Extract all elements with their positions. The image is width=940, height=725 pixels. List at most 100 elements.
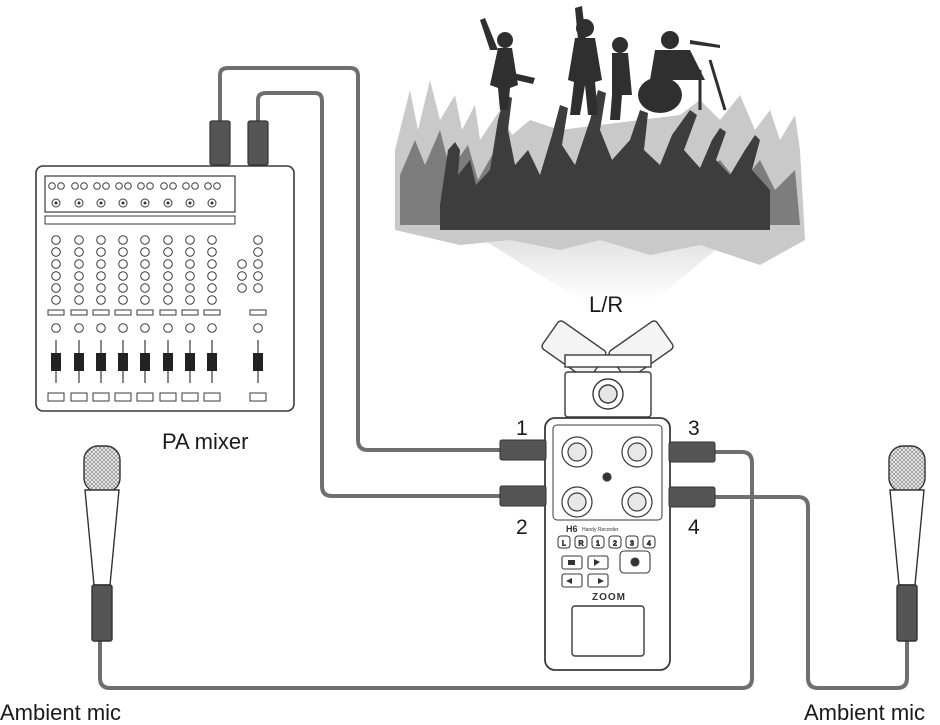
mixer-jack-icon	[146, 182, 154, 190]
mixer-mute-button	[114, 309, 132, 316]
mixer-fader-icon	[207, 353, 217, 371]
mixer-jack-icon	[191, 182, 199, 190]
mixer-knob-icon	[185, 295, 195, 305]
mixer-knob-icon	[207, 283, 217, 293]
mixer-jack-icon	[80, 182, 88, 190]
mixer-knob-icon	[140, 235, 150, 245]
mixer-knob-icon	[74, 259, 84, 269]
mixer-jack-center	[54, 201, 58, 205]
mixer-knob-icon	[74, 323, 84, 333]
cable-left-mic-to-input-3	[98, 450, 754, 690]
cables	[98, 66, 909, 690]
mixer-knob-icon	[74, 235, 84, 245]
channel-button-label: 1	[596, 541, 600, 548]
recorder-model: H6	[566, 524, 578, 534]
mixer-fader-icon	[96, 353, 106, 371]
mixer-knob-icon	[96, 323, 106, 333]
mixer-knob-icon	[140, 271, 150, 281]
mixer-select-button	[203, 392, 221, 402]
mixer-jack-icon	[169, 182, 177, 190]
mixer-jack-icon	[93, 182, 101, 190]
mixer-select-button	[181, 392, 199, 402]
mixer-knob-icon	[118, 295, 128, 305]
crowd-foreground	[440, 90, 770, 230]
mixer-master-knob-icon	[253, 247, 263, 257]
mixer-knob-icon	[140, 247, 150, 257]
mixer-knob-icon	[74, 247, 84, 257]
channel-button-label: 4	[647, 541, 651, 548]
mixer-mute-button	[203, 309, 221, 316]
cable-right-mic-to-input-4	[713, 495, 909, 690]
concert-crowd-illustration	[395, 6, 805, 300]
mixer-knob-icon	[163, 235, 173, 245]
mixer-output-plugs	[209, 120, 269, 166]
mixer-master-knob-icon	[253, 271, 263, 281]
mixer-knob-icon	[207, 323, 217, 333]
recorder-subtitle: Handy Recorder	[582, 527, 619, 533]
mixer-jack-icon	[160, 182, 168, 190]
mixer-knob-icon	[96, 247, 106, 257]
mixer-knob-icon	[51, 235, 61, 245]
mixer-knob-icon	[51, 295, 61, 305]
label-ambient-mic-right: Ambient mic	[804, 700, 926, 725]
mixer-master-fader-icon	[253, 353, 263, 371]
mixer-knob-icon	[51, 323, 61, 333]
mixer-jack-icon	[57, 182, 65, 190]
label-port-1: 1	[516, 417, 528, 440]
mixer-jack-center	[166, 201, 170, 205]
mixer-select-button	[114, 392, 132, 402]
mixer-master-knob-icon	[253, 323, 263, 333]
mixer-jack-icon	[124, 182, 132, 190]
mixer-knob-icon	[96, 295, 106, 305]
mixer-knob-icon	[185, 323, 195, 333]
mixer-mute-button	[47, 309, 65, 316]
label-port-4: 4	[688, 516, 700, 539]
mixer-knob-icon	[207, 271, 217, 281]
mixer-knob-icon	[140, 259, 150, 269]
mixer-jack-icon	[204, 182, 212, 190]
mixer-knob-icon	[140, 323, 150, 333]
pa-mixer-illustration	[35, 165, 295, 412]
mixer-knob-icon	[163, 323, 173, 333]
recorder-screen	[571, 605, 645, 657]
xy-mic-capsule	[541, 320, 674, 418]
label-port-3: 3	[688, 417, 700, 440]
ambient-mic-left	[83, 445, 121, 642]
channel-button-label: 2	[613, 541, 617, 548]
mixer-master-knob-icon	[237, 271, 247, 281]
mixer-jack-icon	[102, 182, 110, 190]
mixer-knob-icon	[74, 283, 84, 293]
cable-mixer-to-input-2	[256, 91, 502, 498]
recorder-brand: ZOOM	[592, 592, 626, 603]
channel-button-1	[591, 535, 605, 549]
mixer-knob-icon	[163, 295, 173, 305]
mixer-knob-icon	[51, 271, 61, 281]
channel-button-l	[557, 535, 571, 549]
mixer-knob-icon	[51, 247, 61, 257]
label-lr: L/R	[589, 292, 624, 317]
channel-button-4	[642, 535, 656, 549]
mixer-jack-icon	[115, 182, 123, 190]
mixer-knob-icon	[185, 271, 195, 281]
mixer-knob-icon	[140, 295, 150, 305]
mixer-jack-icon	[213, 182, 221, 190]
mixer-knob-icon	[207, 235, 217, 245]
mixer-knob-icon	[185, 235, 195, 245]
channel-button-r	[574, 535, 588, 549]
mixer-fader-icon	[163, 353, 173, 371]
mixer-master-knob-icon	[253, 283, 263, 293]
mixer-master-knob-icon	[237, 283, 247, 293]
mixer-knob-icon	[140, 283, 150, 293]
mixer-knob-icon	[51, 283, 61, 293]
mixer-master-select-button	[249, 392, 267, 402]
band-silhouette	[480, 6, 727, 120]
mixer-knob-icon	[118, 259, 128, 269]
channel-button-3	[625, 535, 639, 549]
mixer-fader-icon	[140, 353, 150, 371]
label-ambient-mic-left: Ambient mic	[0, 700, 122, 725]
transport-controls	[561, 550, 651, 588]
label-port-2: 2	[516, 516, 528, 539]
